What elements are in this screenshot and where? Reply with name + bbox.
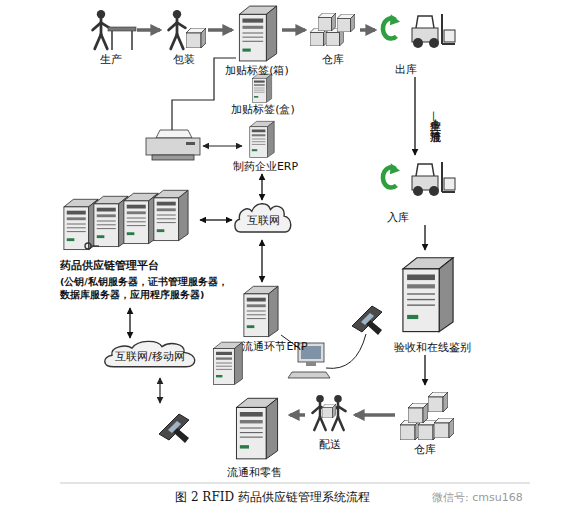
caption-rule xyxy=(60,483,530,484)
warehouse-step: 仓库 xyxy=(395,385,455,457)
parcel-box xyxy=(322,404,336,418)
edge-label: 生产企业—流通环节 xyxy=(429,111,441,122)
step-label: 仓库 xyxy=(414,443,436,456)
step-label: 配送 xyxy=(319,438,341,451)
verify-server xyxy=(403,258,453,332)
step-label: 生产 xyxy=(100,53,122,66)
label-machine xyxy=(239,6,276,61)
flow-arrow xyxy=(282,28,305,32)
cycle-arrow xyxy=(383,163,400,187)
mobile-server xyxy=(214,342,243,384)
warehouse-box xyxy=(337,14,355,32)
forklift-icon xyxy=(412,162,455,196)
inbound-step: 入库 xyxy=(375,155,460,225)
step-label: 加贴标签(盒) xyxy=(231,103,295,116)
link-arrow xyxy=(261,240,262,282)
platform-server xyxy=(154,190,188,240)
step-label: 出库 xyxy=(395,63,417,76)
platform-server xyxy=(124,193,158,243)
worker-icon xyxy=(169,10,186,49)
step-label: 入库 xyxy=(387,211,409,224)
step-label: 验收和在线鉴别 xyxy=(394,341,471,354)
erp-server xyxy=(250,121,274,157)
platform-title: 药品供应链管理平台 xyxy=(60,259,159,272)
watermark: 微信号: cmsu168 xyxy=(432,490,523,505)
outbound-step: 出库 xyxy=(375,5,460,77)
warehouse-box xyxy=(408,403,428,423)
box-label-step: 加贴标签(盒) xyxy=(228,72,298,117)
delivery-step: 配送 xyxy=(305,390,355,452)
retail-step: 流通和零售 xyxy=(218,392,290,480)
printer-icon xyxy=(146,130,200,160)
warehouse-box xyxy=(428,392,448,412)
platform-note: (公钥/私钥服务器，证书管理服务器，数据库服务器，应用程序服务器) xyxy=(60,275,230,301)
erp-server xyxy=(244,286,278,336)
cloud-label: 互联网/移动网 xyxy=(100,350,200,363)
table-leg xyxy=(131,31,133,50)
step-label: 制药企业ERP xyxy=(233,160,298,173)
cloud-label: 互联网 xyxy=(232,214,294,227)
rfid-reader xyxy=(159,414,189,443)
step-label: 流通和零售 xyxy=(227,466,282,479)
reader-link xyxy=(159,378,160,403)
internet-cloud: 互联网 xyxy=(232,200,294,240)
link-arrow xyxy=(129,308,130,338)
worker-icon xyxy=(93,10,110,49)
erp-system: 流通环节ERP xyxy=(235,282,315,354)
flow-arrow xyxy=(355,413,395,417)
flow-arrow xyxy=(360,28,375,32)
case-label-step: 加贴标签(箱) xyxy=(232,3,282,78)
work-table xyxy=(108,27,136,31)
cycle-arrow xyxy=(383,14,400,38)
network-cloud: 互联网/移动网 xyxy=(100,338,200,374)
forklift-icon xyxy=(412,14,455,48)
link-arrow xyxy=(261,174,262,200)
production-step: 生产 xyxy=(85,5,137,67)
link-arrow xyxy=(414,77,415,155)
packing-step: 包装 xyxy=(160,5,208,67)
platform-server xyxy=(94,196,128,246)
platform-server xyxy=(64,199,98,249)
table-leg xyxy=(111,31,113,50)
printer-link xyxy=(203,145,242,146)
verify-step: 验收和在线鉴别 xyxy=(385,250,480,355)
link-arrow xyxy=(200,219,232,220)
reader-wire xyxy=(326,334,366,368)
label-machine xyxy=(252,74,271,102)
rfid-reader xyxy=(352,306,382,335)
retail-server xyxy=(236,398,277,459)
warehouse-box xyxy=(318,13,336,31)
warehouse-step: 仓库 xyxy=(305,5,360,67)
erp-system: 制药企业ERP xyxy=(228,118,303,174)
flow-arrow xyxy=(208,28,232,32)
link-arrow xyxy=(424,225,425,250)
step-label: 包装 xyxy=(173,53,195,66)
package-box xyxy=(186,28,206,48)
platform-group: 药品供应链管理平台(公钥/私钥服务器，证书管理服务器，数据库服务器，应用程序服务… xyxy=(58,183,200,308)
key-symbol xyxy=(85,243,99,249)
step-label: 仓库 xyxy=(322,53,344,66)
step-label: 流通环节ERP xyxy=(242,340,307,353)
link-arrow xyxy=(424,355,425,385)
flow-arrow xyxy=(137,28,160,32)
warehouse-box xyxy=(434,418,454,438)
step-label: 加贴标签(箱) xyxy=(225,64,289,77)
flow-arrow xyxy=(290,413,305,417)
